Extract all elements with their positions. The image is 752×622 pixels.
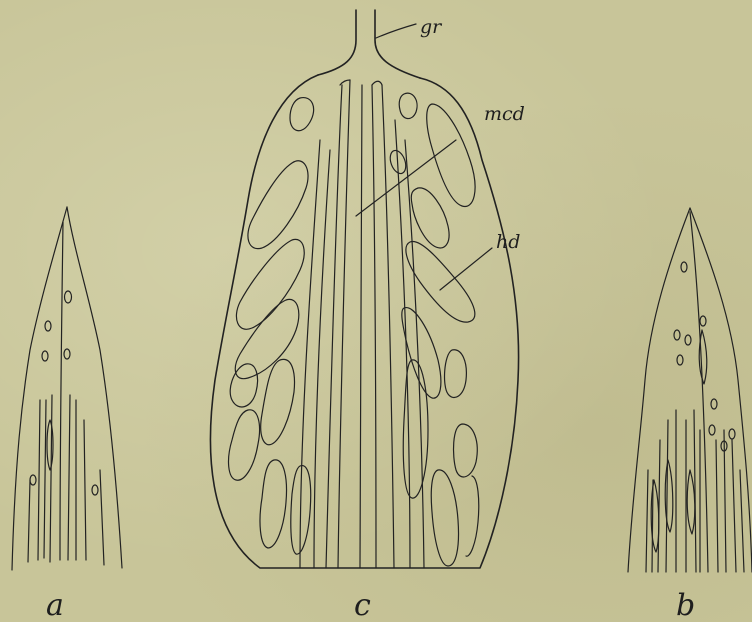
panel-label-b: b	[676, 588, 695, 622]
callout-gr: gr	[420, 16, 443, 38]
callout-hd: hd	[496, 231, 520, 253]
scale-c	[210, 10, 518, 568]
panel-label-c: c	[354, 588, 371, 622]
callout-mcd: mcd	[484, 103, 525, 125]
scale-tip-b	[628, 208, 752, 572]
scale-tip-a	[12, 207, 122, 570]
panel-label-a: a	[46, 588, 64, 622]
